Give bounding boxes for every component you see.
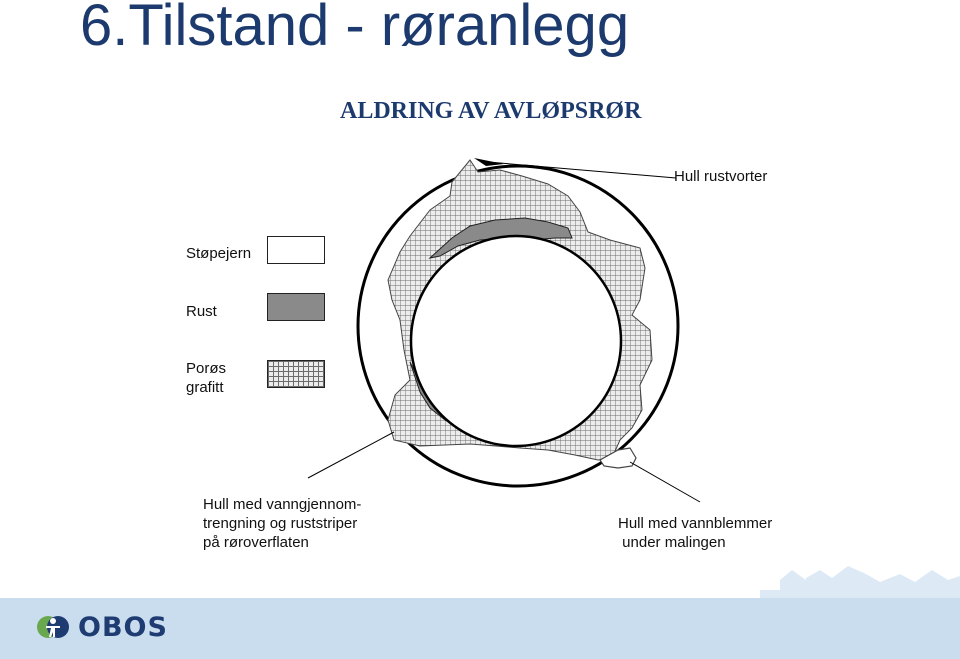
slide-title: 6.Tilstand - røranlegg [80,0,630,58]
skyline-silhouette [760,566,960,600]
legend-label-line: Porøs [186,360,227,377]
blister-bump [599,447,637,469]
label-hull-rustvorter: Hull rustvorter [674,168,768,185]
label-line: under malingen [618,534,726,551]
obos-logo-icon [37,615,69,638]
leader-hull-vann [307,431,395,479]
legend-swatch-rust [267,293,325,321]
leader-hull-rustvorter [487,161,677,179]
legend-label-line: grafitt [186,379,224,396]
legend-label-stopejern: Støpejern [186,245,252,262]
obos-logo-text: OBOS [78,612,168,643]
label-hull-vanngjennomtrengning: Hull med vanngjennom- trengning og rusts… [203,495,403,552]
label-line: på røroverflaten [203,534,309,551]
label-line: Hull med vannblemmer [618,515,773,532]
label-line: Hull med vanngjennom- [203,496,362,513]
legend-label-porous-graphite: Porøs grafitt [186,359,246,397]
label-hull-vannblemmer: Hull med vannblemmer under malingen [618,514,818,552]
legend-swatch-stopejern [267,236,325,264]
footer-band [0,598,960,659]
legend-swatch-porous-graphite [267,360,325,388]
leader-hull-blemmer [629,461,701,503]
obos-logo: OBOS [36,612,168,643]
diagram-title: ALDRING AV AVLØPSRØR [340,98,642,124]
label-line: trengning og ruststriper [203,515,358,532]
inner-bore [409,234,623,448]
legend-label-rust: Rust [186,303,217,320]
